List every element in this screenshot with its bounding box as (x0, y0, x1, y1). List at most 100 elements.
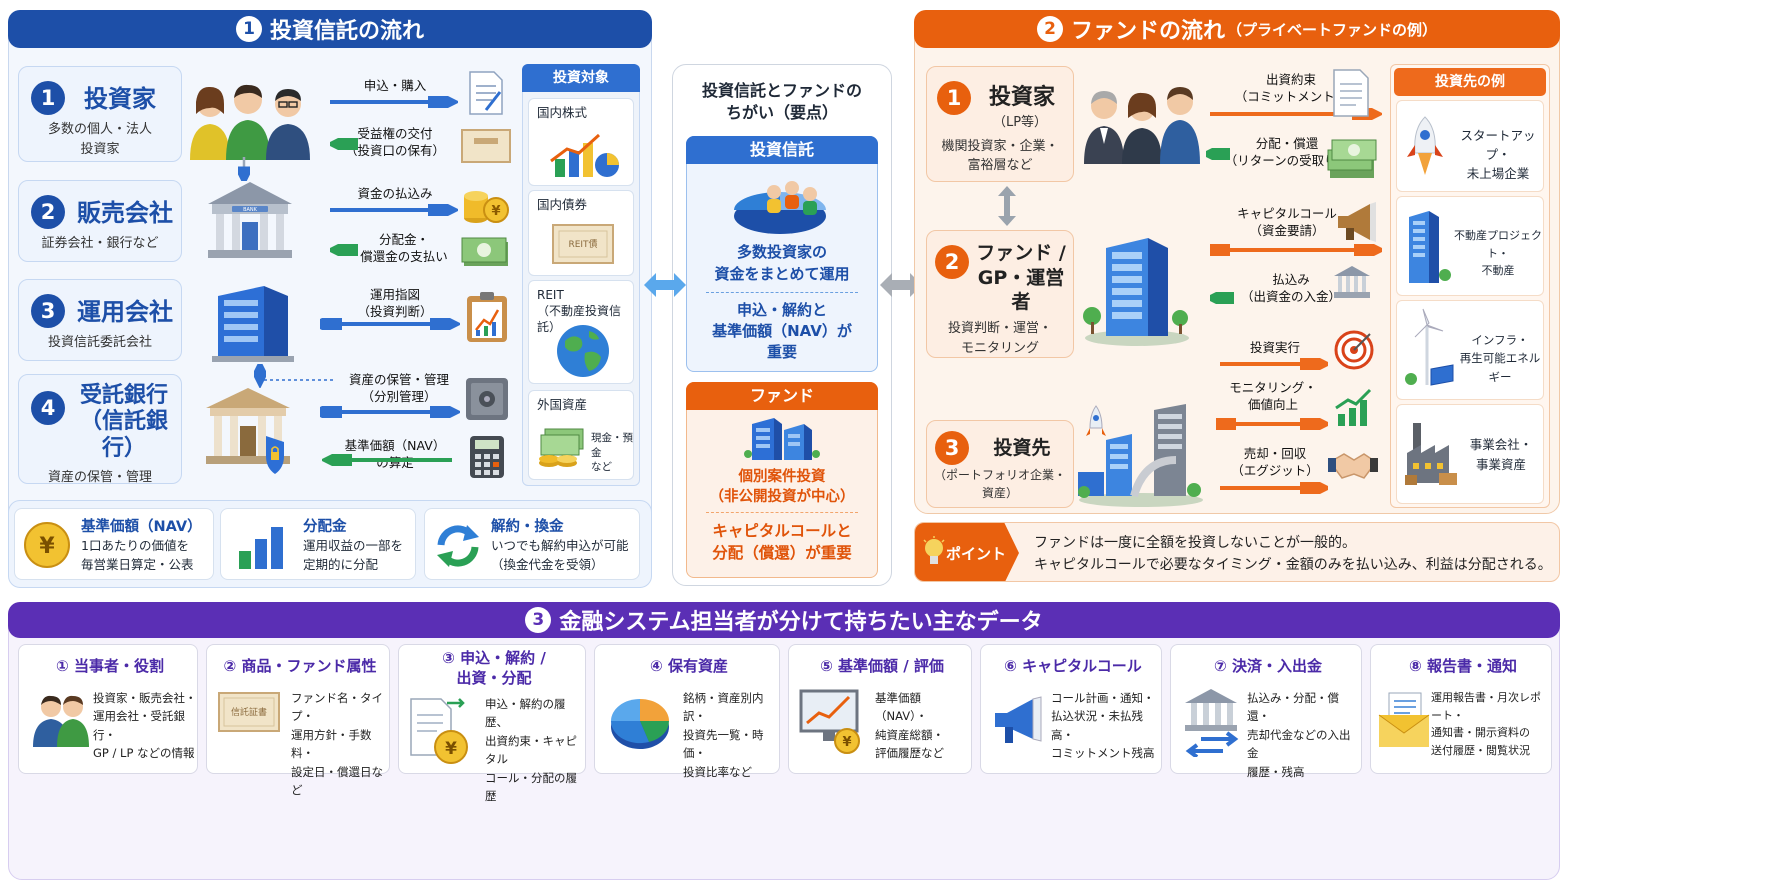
target-label: 国内株式 (537, 105, 588, 120)
card-desc: 申込・解約の履歴、 出資約束・キャピタル コール・分配の履歴 (485, 697, 577, 803)
s2-target-label: スタートアップ・ 未上場企業 (1460, 128, 1536, 181)
section2-title: ファンドの流れ (1070, 19, 1225, 44)
bank-transfer-icon (1185, 689, 1239, 757)
trustee-bank-icon (206, 388, 290, 474)
wind-solar-icon (1405, 308, 1454, 386)
flow-label-distribution: 分配金・ 償還金の支払い (360, 232, 448, 264)
s2-target-business: 事業会社・ 事業資産 (1396, 404, 1544, 504)
card-desc: コール計画・通知・ 払込状況・未払残高・ コミットメント残高 (1051, 691, 1155, 761)
card-number: ⑤ (820, 657, 833, 675)
feature-desc: 運用収益の一部を 定期的に分配 (303, 538, 404, 572)
svg-text:¥: ¥ (842, 735, 851, 750)
s1-role-sub: 多数の個人・法人 投資家 (47, 122, 152, 157)
s2-target-infra: インフラ・ 再生可能エネルギー (1396, 300, 1544, 400)
s2-target-label: インフラ・ 再生可能エネルギー (1459, 333, 1541, 384)
section3-number: 3 (525, 607, 552, 633)
globe-icon (557, 325, 609, 377)
s2-arrow-paid-in (1210, 292, 1234, 304)
two-people-icon (33, 695, 89, 747)
fund-office-building-icon (1083, 238, 1189, 346)
megaphone-icon (1338, 202, 1376, 242)
lightbulb-icon (923, 536, 945, 564)
card-number: ① (56, 657, 69, 675)
data-card-nav: ⑤ 基準価額 / 評価 ¥ 基準価額（NAV）・ 純資産総額・ 評価履歴など (788, 644, 972, 774)
arrow-subscribe (330, 96, 458, 108)
section2-number: 2 (1036, 16, 1063, 42)
card-desc: ファンド名・タイプ・ 運用方針・手数料・ 設定日・償還日など (291, 691, 383, 797)
vertical-double-arrow-icon (254, 364, 266, 388)
s1-role-title: 運用会社 (77, 298, 173, 326)
s1-role-title: 販売会社 (77, 199, 173, 227)
s2-flow-paid-in: 払込み （出資金の入金） (1240, 272, 1341, 304)
s1-role-distributor: 2 販売会社 証券会社・銀行など (18, 180, 182, 262)
section1-number: 1 (235, 16, 262, 42)
data-card-holdings: ④ 保有資産 銘柄・資産別内訳・ 投資先一覧・時価・ 投資比率など (594, 644, 780, 779)
investors-people-icon (190, 84, 310, 160)
bond-certificate-icon: REIT債 (552, 224, 614, 264)
s1-role-number: 2 (31, 195, 65, 229)
document-icon (469, 71, 503, 115)
card-number: ⑥ (1004, 657, 1017, 675)
s2-role-number: 3 (935, 431, 969, 465)
section3-header: 3 金融システム担当者が分けて持ちたい主なデータ (8, 602, 1560, 638)
target-icon (1334, 330, 1374, 370)
arrow-nav (322, 454, 452, 466)
s2-role-sub1: （LP等） (992, 115, 1048, 130)
section2-subtitle: （プライベートファンドの例） (1227, 20, 1438, 39)
feature-title: 分配金 (303, 519, 347, 535)
refresh-icon (437, 525, 479, 567)
card-title-text: キャピタルコール (1022, 657, 1142, 675)
middle-fund-text2: キャピタルコールと 分配（償還）が重要 (712, 522, 852, 563)
cash-stack-icon (1327, 139, 1377, 178)
s1-role-number: 4 (31, 391, 65, 425)
target-domestic-stock: 国内株式 (528, 98, 634, 186)
s2-arrow-distribution (1206, 148, 1230, 160)
card-title: ⑤ 基準価額 / 評価 (799, 655, 965, 676)
s1-role-sub: 資産の保管・管理 (47, 470, 152, 486)
feature-desc: いつでも解約申込が可能 （換金代金を受領） (491, 538, 629, 572)
card-title: ⑧ 報告書・通知 (1381, 655, 1545, 676)
stock-chart-icon (550, 133, 619, 177)
targets-title: 投資対象 (522, 64, 640, 92)
flow-label-beneficiary: 受益権の交付 （投資口の保有） (344, 126, 445, 158)
card-number: ④ (650, 657, 663, 675)
card-desc: 投資家・販売会社・ 運用会社・受託銀行・ GP / LP などの情報 (93, 691, 197, 761)
target-note: 現金・預金 など (591, 432, 633, 474)
cash-coins-icon (539, 428, 584, 467)
s2-flow-distribution: 分配・償還 （リターンの受取り） (1224, 136, 1350, 168)
s1-role-title: 受託銀行 （信託銀行） (79, 383, 168, 461)
lp-investors-icon (1084, 87, 1200, 164)
pie-people-icon (734, 181, 826, 234)
card-title: ② 商品・ファンド属性 (217, 655, 383, 676)
card-title-text: 基準価額 / 評価 (838, 657, 944, 675)
s2-arrow-invest (1220, 358, 1328, 370)
card-number: ② (223, 657, 237, 675)
feature-dividend: 分配金 運用収益の一部を 定期的に分配 (220, 508, 416, 580)
handshake-icon (1328, 453, 1378, 479)
point-text: ファンドは一度に全額を投資しないことが一般的。 キャピタルコールで必要なタイミン… (1034, 535, 1552, 574)
data-card-product: ② 商品・ファンド属性 信託証書 ファンド名・タイプ・ 運用方針・手数料・ 設定… (206, 644, 390, 797)
s2-role-sub: 機関投資家・企業・ 富裕層など (941, 138, 1059, 174)
s1-role-number: 3 (31, 294, 65, 328)
card-title-text: 報告書・通知 (1426, 657, 1517, 675)
card-title: ④ 保有資産 (605, 655, 773, 676)
s2-role-sub: （ポートフォリオ企業・ 資産） (933, 468, 1066, 500)
deed-label: 信託証書 (231, 706, 267, 718)
banknotes-icon (461, 237, 508, 266)
feature-title: 解約・換金 (491, 519, 564, 535)
s2-vertical-arrow-icon (998, 186, 1016, 226)
s1-role-trustee: 4 受託銀行 （信託銀行） 資産の保管・管理 (18, 374, 182, 485)
rocket-icon (1407, 116, 1443, 175)
data-card-capital-call: ⑥ キャピタルコール コール計画・通知・ 払込状況・未払残高・ コミットメント残… (980, 644, 1162, 774)
svg-text:¥: ¥ (491, 204, 500, 219)
s1-role-manager: 3 運用会社 投資信託委託会社 (18, 279, 182, 361)
card-title: ⑥ キャピタルコール (991, 655, 1155, 676)
s1-role-investor: 1 投資家 多数の個人・法人 投資家 (18, 66, 182, 162)
middle-trust-divider (706, 292, 858, 293)
card-desc: 払込み・分配・償還・ 売却代金などの入出金 履歴・残高 (1247, 691, 1351, 779)
card-number: ③ (442, 649, 455, 667)
s2-target-realestate: 不動産プロジェクト・ 不動産 (1396, 196, 1544, 296)
data-card-parties: ① 当事者・役割 投資家・販売会社・ 運用会社・受託銀行・ GP / LP など… (18, 644, 198, 774)
s2-arrow-monitoring (1216, 418, 1328, 430)
section1-title: 投資信託の流れ (269, 19, 424, 44)
